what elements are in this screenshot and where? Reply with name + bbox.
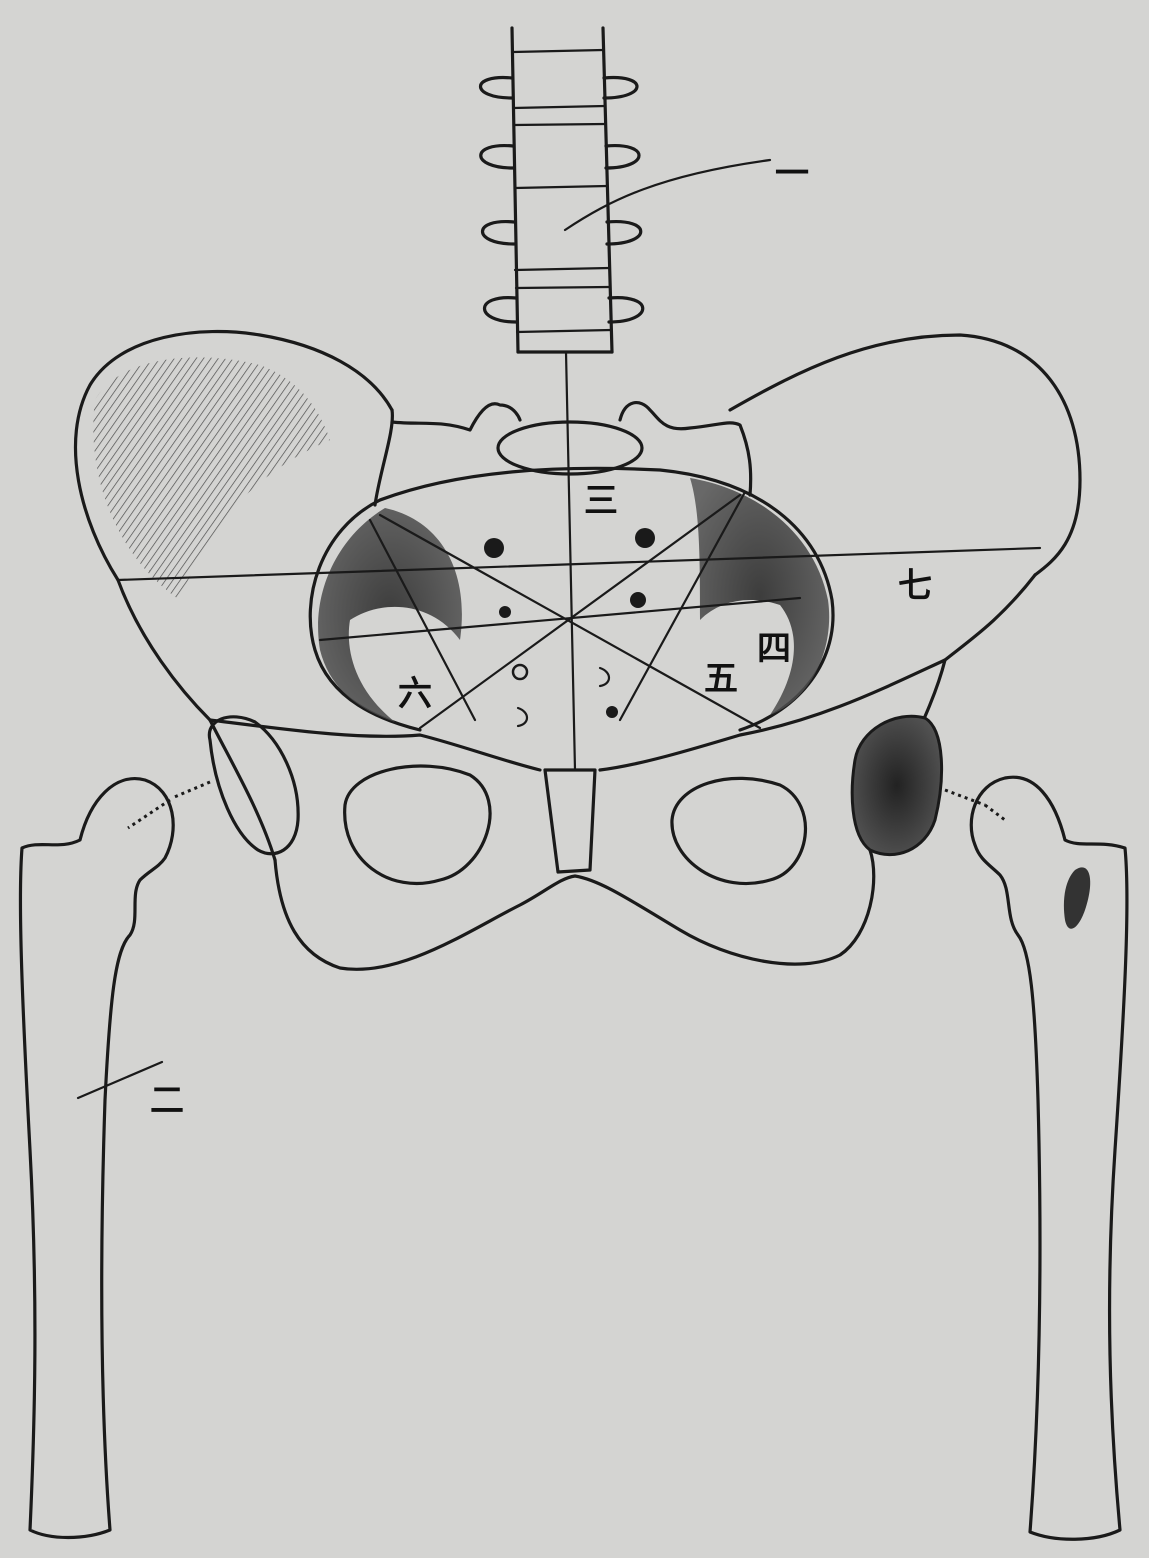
label-six: 六 (398, 674, 432, 714)
pelvis-bone (75, 332, 1080, 970)
left-femur (20, 779, 210, 1538)
label-four: 四 (757, 629, 791, 669)
right-femur (945, 777, 1127, 1539)
lumbar-spine (481, 28, 643, 352)
label-three: 三 (584, 481, 618, 521)
label-seven: 七 (898, 566, 932, 606)
right-acetabulum (852, 716, 941, 854)
label-two-pointer: 二 (78, 1062, 184, 1121)
midline (566, 352, 575, 770)
label-one-pointer: 一 (565, 154, 809, 230)
label-one: 一 (775, 154, 809, 194)
left-iliac-fossa-shading (93, 357, 330, 600)
label-two: 二 (150, 1081, 184, 1121)
left-acetabulum (209, 717, 298, 854)
label-five: 五 (704, 659, 738, 699)
